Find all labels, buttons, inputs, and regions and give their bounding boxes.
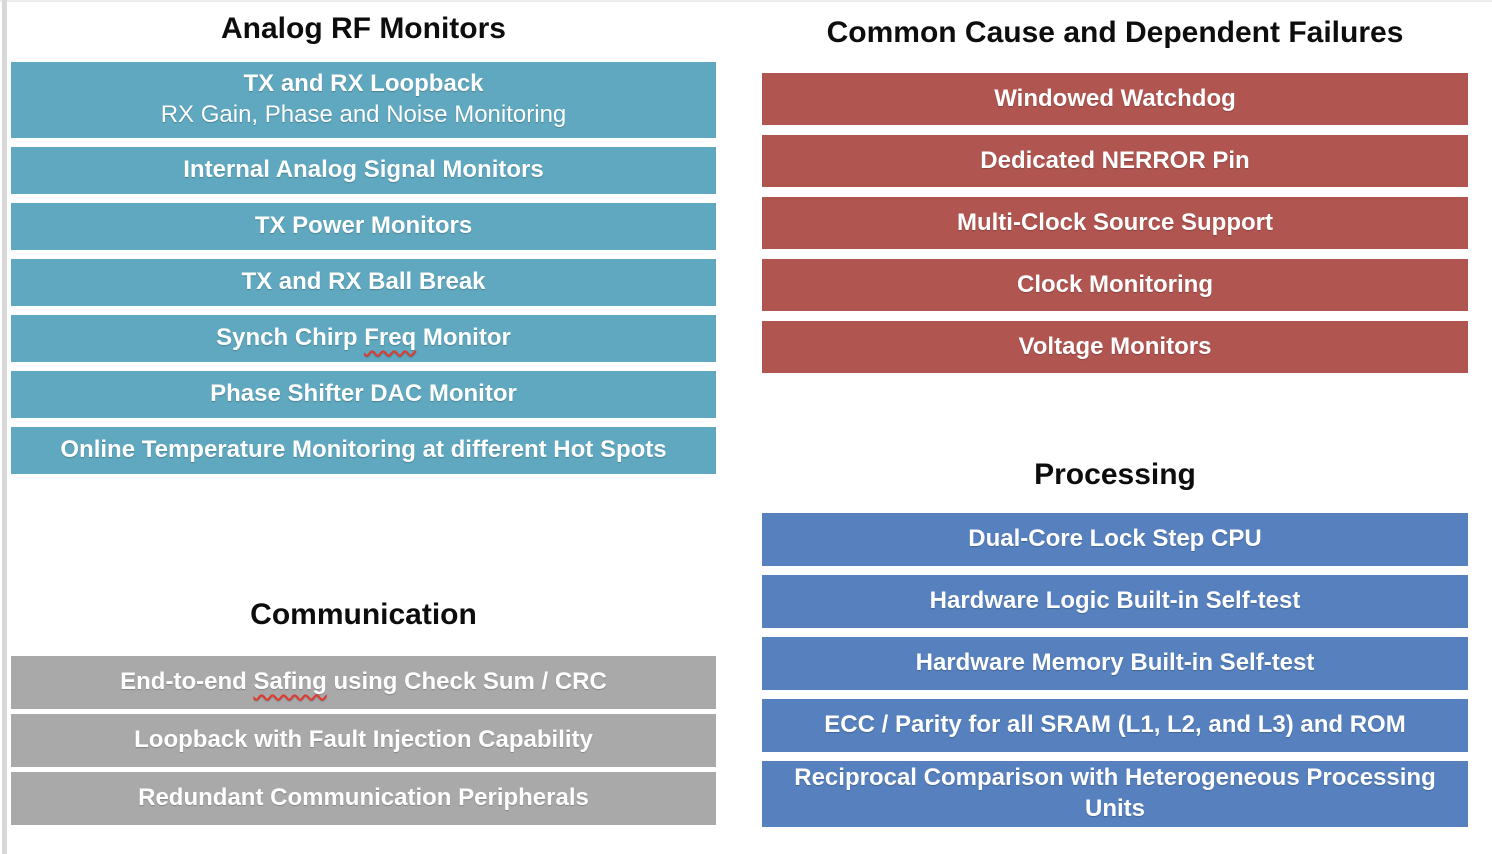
bar-label-line: Loopback with Fault Injection Capability bbox=[134, 725, 593, 756]
communication-bar: Loopback with Fault Injection Capability bbox=[11, 714, 716, 767]
section-analog-rf-monitors: TX and RX Loopback RX Gain, Phase and Noi… bbox=[11, 62, 716, 483]
bar-label-text: Windowed Watchdog bbox=[994, 84, 1236, 112]
bar-label-line: Voltage Monitors bbox=[1019, 332, 1212, 363]
slide-top-edge bbox=[0, 0, 1492, 2]
analog-rf-monitors-bar: Internal Analog Signal Monitors bbox=[11, 147, 716, 194]
analog-rf-monitors-bar: TX Power Monitors bbox=[11, 203, 716, 250]
bar-label-line: Internal Analog Signal Monitors bbox=[183, 155, 543, 186]
bar-label-line: TX and RX Ball Break bbox=[241, 267, 485, 298]
processing-bar: ECC / Parity for all SRAM (L1, L2, and L… bbox=[762, 699, 1468, 752]
bar-label-text: Phase Shifter DAC Monitor bbox=[210, 380, 517, 408]
analog-rf-monitors-bar: TX and RX Ball Break bbox=[11, 259, 716, 306]
bar-label-text: TX Power Monitors bbox=[254, 212, 473, 240]
bar-label-text: Units bbox=[1085, 795, 1145, 822]
bar-label-line: Dual-Core Lock Step CPU bbox=[968, 524, 1261, 555]
processing-bar: Hardware Logic Built-in Self-test bbox=[762, 575, 1468, 628]
bar-label-text: Hardware Logic Built-in Self-test bbox=[929, 587, 1301, 615]
bar-label-line: Redundant Communication Peripherals bbox=[138, 783, 589, 814]
bar-label-text: Reciprocal Comparison with Heterogeneous… bbox=[794, 764, 1436, 792]
section-title-processing: Processing bbox=[1034, 458, 1196, 491]
bar-label-text: TX and RX Ball Break bbox=[241, 268, 486, 296]
analog-rf-monitors-bar: TX and RX Loopback RX Gain, Phase and Noi… bbox=[11, 62, 716, 138]
section-communication: End-to-end Safing using Check Sum / CRC L… bbox=[11, 656, 716, 830]
common-cause-and-dependent-failures-bar: Windowed Watchdog bbox=[762, 73, 1468, 125]
bar-label-text: Online Temperature Monitoring at differe… bbox=[60, 436, 667, 464]
bar-label-text: Monitor bbox=[416, 324, 511, 352]
bar-label-line: End-to-end Safing using Check Sum / CRC bbox=[120, 667, 607, 698]
bar-label-text: Dedicated NERROR Pin bbox=[980, 146, 1250, 174]
bar-label-text: End-to-end bbox=[120, 668, 254, 696]
analog-rf-monitors-bar: Synch Chirp Freq Monitor bbox=[11, 315, 716, 362]
bar-label-text: Redundant Communication Peripherals bbox=[138, 784, 589, 812]
bar-label-text: RX Gain, Phase and Noise Monitoring bbox=[160, 101, 567, 128]
processing-bar: Hardware Memory Built-in Self-test bbox=[762, 637, 1468, 690]
bar-label-text: Hardware Memory Built-in Self-test bbox=[915, 649, 1315, 677]
bar-label-text: using Check Sum / CRC bbox=[326, 668, 607, 696]
bar-label-line: Reciprocal Comparison with Heterogeneous… bbox=[794, 763, 1435, 794]
processing-bar: Reciprocal Comparison with Heterogeneous… bbox=[762, 761, 1468, 827]
section-title-common-cause-and-dependent-failures: Common Cause and Dependent Failures bbox=[826, 16, 1404, 49]
bar-label-line: Phase Shifter DAC Monitor bbox=[210, 379, 517, 410]
bar-label-text: Synch Chirp bbox=[216, 324, 365, 352]
bar-label-line: RX Gain, Phase and Noise Monitoring bbox=[161, 100, 567, 131]
bar-label-text: Internal Analog Signal Monitors bbox=[183, 156, 544, 184]
analog-rf-monitors-bar: Phase Shifter DAC Monitor bbox=[11, 371, 716, 418]
section-title-analog-rf-monitors: Analog RF Monitors bbox=[221, 12, 506, 45]
bar-label-line: Hardware Logic Built-in Self-test bbox=[930, 586, 1301, 617]
bar-label-line: Hardware Memory Built-in Self-test bbox=[916, 648, 1315, 679]
bar-label-line: Online Temperature Monitoring at differe… bbox=[60, 435, 666, 466]
bar-label-text: Dual-Core Lock Step CPU bbox=[968, 525, 1262, 553]
bar-label-text: Loopback with Fault Injection Capability bbox=[134, 726, 593, 754]
common-cause-and-dependent-failures-bar: Multi-Clock Source Support bbox=[762, 197, 1468, 249]
bar-label-line: Multi-Clock Source Support bbox=[957, 208, 1273, 239]
processing-bar: Dual-Core Lock Step CPU bbox=[762, 513, 1468, 566]
analog-rf-monitors-bar: Online Temperature Monitoring at differe… bbox=[11, 427, 716, 474]
bar-label-text: TX and RX Loopback bbox=[243, 70, 484, 98]
bar-label-line: TX and RX Loopback bbox=[243, 69, 483, 100]
bar-label-line: Clock Monitoring bbox=[1017, 270, 1213, 301]
bar-label-text: Clock Monitoring bbox=[1017, 270, 1213, 298]
bar-label-text: Voltage Monitors bbox=[1018, 332, 1212, 360]
communication-bar: End-to-end Safing using Check Sum / CRC bbox=[11, 656, 716, 709]
bar-label-text: Multi-Clock Source Support bbox=[956, 208, 1273, 236]
spellcheck-flagged-word: Freq bbox=[364, 324, 417, 352]
bar-label-line: Windowed Watchdog bbox=[994, 84, 1236, 115]
bar-label-line: TX Power Monitors bbox=[255, 211, 472, 242]
bar-label-line: Units bbox=[1085, 794, 1145, 825]
bar-label-line: Synch Chirp Freq Monitor bbox=[216, 323, 511, 354]
bar-label-line: Dedicated NERROR Pin bbox=[980, 146, 1249, 177]
communication-bar: Redundant Communication Peripherals bbox=[11, 772, 716, 825]
section-processing: Dual-Core Lock Step CPU Hardware Logic Bu… bbox=[762, 513, 1468, 836]
spellcheck-flagged-word: Safing bbox=[253, 668, 327, 696]
common-cause-and-dependent-failures-bar: Voltage Monitors bbox=[762, 321, 1468, 373]
slide-left-edge bbox=[2, 0, 7, 854]
common-cause-and-dependent-failures-bar: Dedicated NERROR Pin bbox=[762, 135, 1468, 187]
bar-label-line: ECC / Parity for all SRAM (L1, L2, and L… bbox=[824, 710, 1405, 741]
section-title-communication: Communication bbox=[250, 598, 477, 631]
common-cause-and-dependent-failures-bar: Clock Monitoring bbox=[762, 259, 1468, 311]
bar-label-text: ECC / Parity for all SRAM (L1, L2, and L… bbox=[824, 711, 1406, 739]
